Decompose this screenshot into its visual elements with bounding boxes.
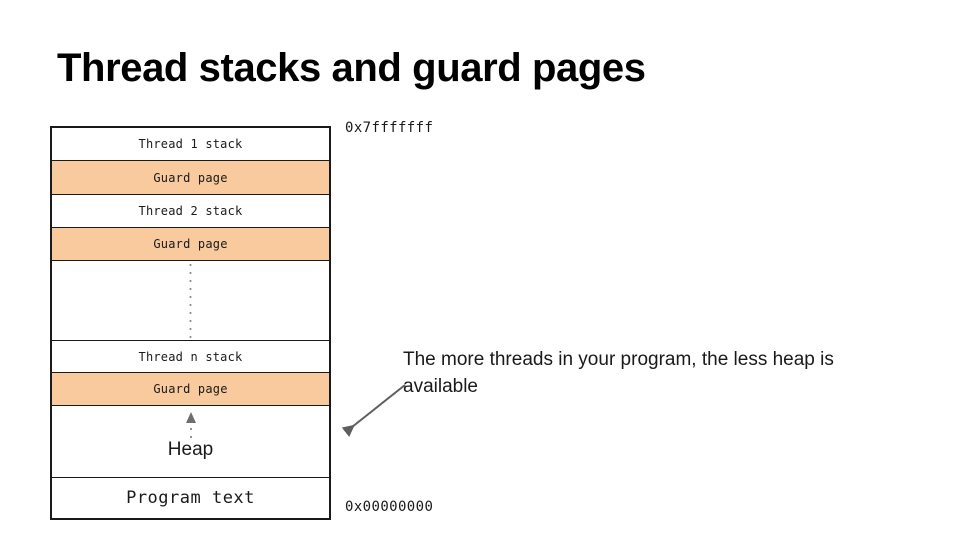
memory-row-heap: Heap	[52, 406, 329, 478]
page-title: Thread stacks and guard pages	[57, 46, 646, 90]
memory-row-guard-page-1: Guard page	[52, 161, 329, 195]
callout-arrow-icon	[341, 384, 406, 437]
row-label: Heap	[167, 439, 214, 460]
row-label: Guard page	[153, 237, 228, 251]
memory-layout-diagram: Thread 1 stack Guard page Thread 2 stack…	[50, 126, 331, 520]
row-label: Program text	[126, 488, 255, 508]
heap-growth-arrow-icon	[185, 412, 197, 444]
memory-row-program-text: Program text	[52, 478, 329, 518]
memory-row-ellipsis	[52, 261, 329, 341]
row-label: Guard page	[153, 382, 228, 396]
vertical-ellipsis-icon	[189, 263, 192, 338]
memory-row-thread-2-stack: Thread 2 stack	[52, 195, 329, 228]
memory-row-guard-page-n: Guard page	[52, 373, 329, 406]
memory-row-guard-page-2: Guard page	[52, 228, 329, 261]
address-label-high: 0x7fffffff	[345, 120, 434, 136]
row-label: Guard page	[153, 170, 228, 185]
row-label: Thread 2 stack	[138, 204, 243, 218]
address-label-low: 0x00000000	[345, 499, 434, 515]
row-label: Thread 1 stack	[138, 137, 243, 151]
row-label: Thread n stack	[138, 349, 243, 364]
annotation-text: The more threads in your program, the le…	[403, 349, 834, 397]
memory-row-thread-n-stack: Thread n stack	[52, 341, 329, 373]
memory-row-thread-1-stack: Thread 1 stack	[52, 128, 329, 161]
